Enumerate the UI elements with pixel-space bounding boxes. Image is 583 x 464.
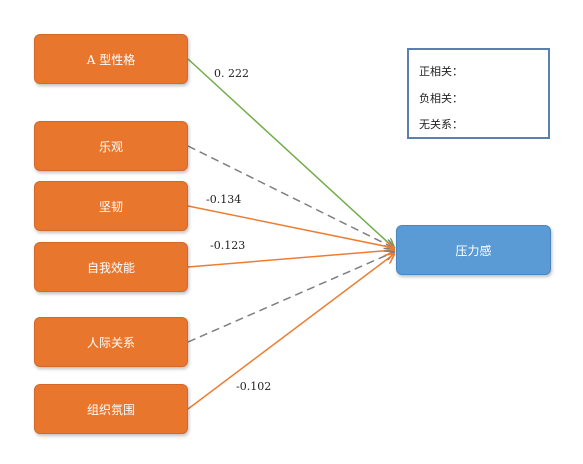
target-stress-label: 压力感	[455, 243, 492, 258]
factor-optimism: 乐观	[34, 121, 188, 171]
edge-org-climate	[187, 254, 394, 410]
edge-resilience	[187, 205, 394, 248]
coefficient-resilience: -0.134	[206, 193, 242, 206]
factor-a-type: A 型性格	[34, 34, 188, 84]
factor-self-efficacy-label: 自我效能	[86, 260, 135, 275]
legend: 正相关： 负相关： 无关系：	[407, 48, 550, 139]
factor-relationships-label: 人际关系	[86, 335, 135, 350]
factor-resilience-label: 坚韧	[98, 199, 123, 214]
factor-org-climate-label: 组织氛围	[86, 402, 135, 417]
legend-positive-label: 正相关：	[419, 65, 463, 78]
factor-org-climate: 组织氛围	[34, 384, 188, 434]
factor-resilience: 坚韧	[34, 181, 188, 231]
edge-self-efficacy	[187, 250, 394, 268]
edge-a-type	[187, 58, 394, 248]
legend-negative-label: 负相关：	[419, 92, 463, 105]
factor-optimism-label: 乐观	[98, 139, 123, 154]
legend-none-label: 无关系：	[419, 118, 463, 131]
coefficient-a-type: 0. 222	[214, 67, 249, 80]
factor-a-type-label: A 型性格	[86, 52, 136, 67]
target-stress: 压力感	[396, 225, 551, 275]
factor-relationships: 人际关系	[34, 317, 188, 367]
factor-self-efficacy: 自我效能	[34, 242, 188, 292]
edge-relationships	[187, 252, 394, 343]
coefficient-org-climate: -0.102	[236, 380, 272, 393]
coefficient-self-efficacy: -0.123	[210, 239, 246, 252]
